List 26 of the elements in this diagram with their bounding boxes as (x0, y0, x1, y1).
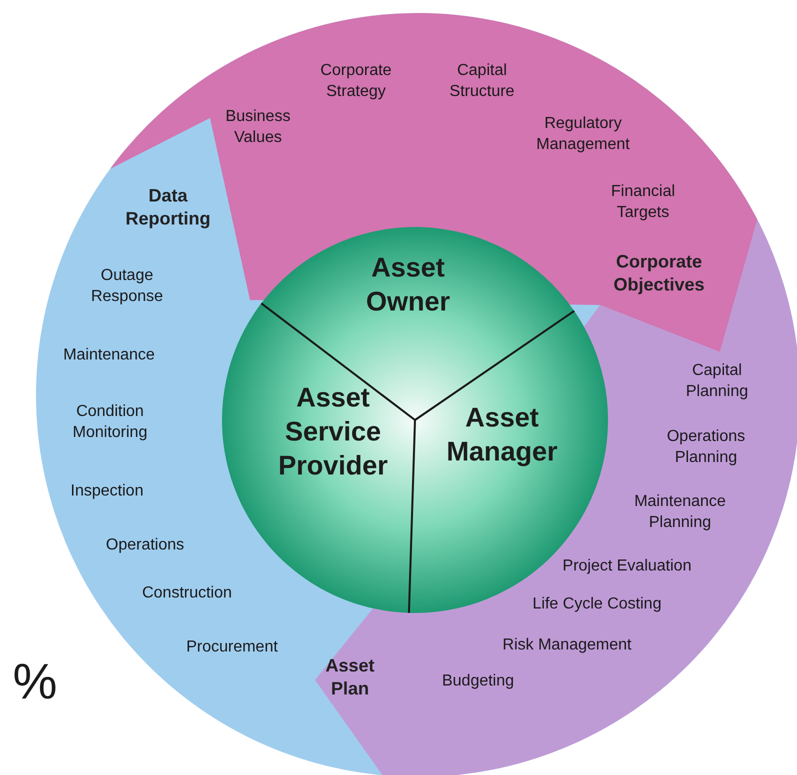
item-label: Risk Management (502, 636, 632, 656)
item-label: Inspection (70, 482, 144, 502)
item-label: Corporate Strategy (319, 61, 393, 102)
item-label: Operations Planning (666, 427, 746, 468)
item-label: Outage Response (90, 266, 164, 307)
sector-heading: Corporate Objectives (612, 250, 706, 297)
role-label: Asset Owner (364, 251, 452, 318)
sector-heading: Data Reporting (124, 184, 212, 231)
role-label: Asset Manager (445, 401, 559, 468)
item-label: Procurement (186, 638, 278, 658)
item-label: Budgeting (442, 672, 514, 692)
percent-sign: % (12, 652, 58, 712)
item-label: Condition Monitoring (72, 402, 148, 443)
item-label: Maintenance Planning (633, 492, 727, 533)
item-label: Capital Structure (448, 61, 516, 102)
role-label: Asset Service Provider (277, 381, 389, 482)
item-label: Construction (142, 584, 232, 604)
item-label: Operations (106, 536, 184, 556)
item-label: Maintenance (63, 346, 155, 366)
item-label: Life Cycle Costing (532, 594, 662, 615)
item-label: Regulatory Management (535, 114, 631, 155)
item-label: Financial Targets (610, 182, 676, 223)
item-label: Project Evaluation (562, 556, 692, 577)
item-label: Business Values (224, 107, 292, 148)
sector-heading: Asset Plan (324, 654, 376, 701)
item-label: Capital Planning (684, 361, 750, 402)
